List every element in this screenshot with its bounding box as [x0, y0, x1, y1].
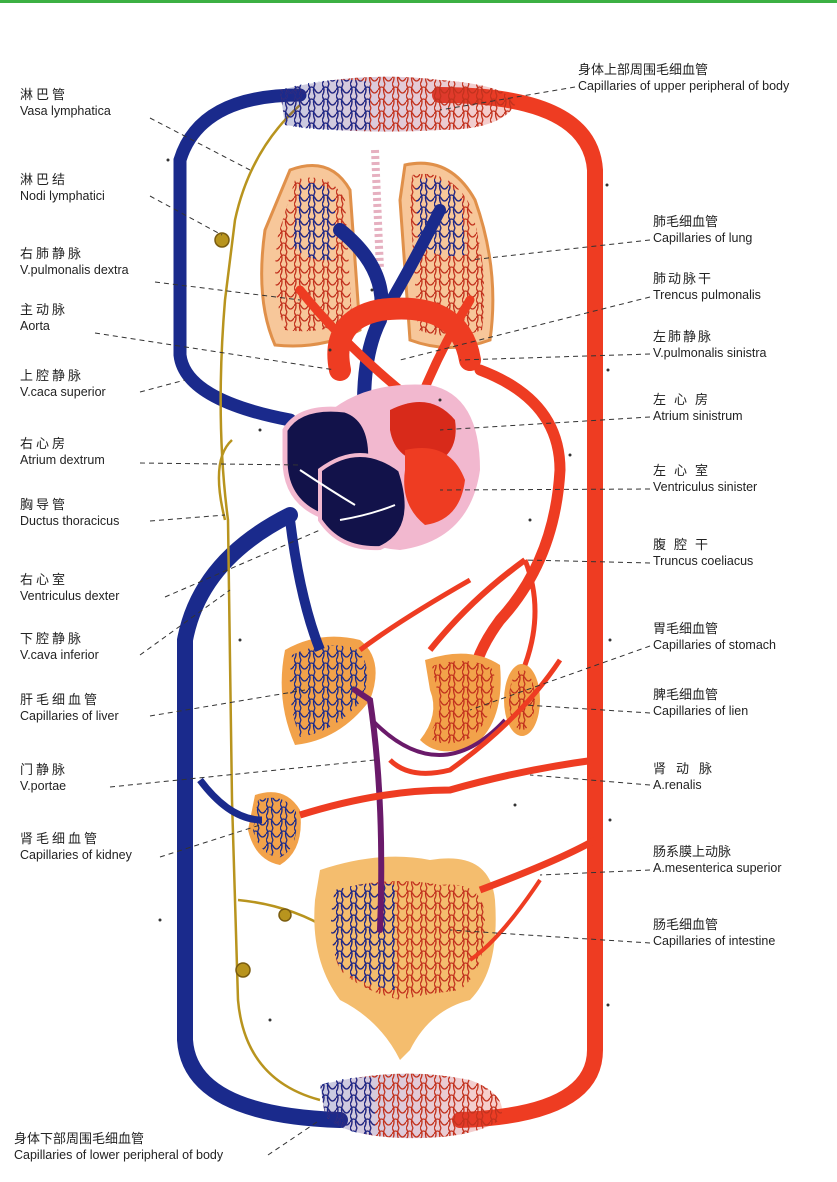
label-capillaries-liver: 肝毛细血管 Capillaries of liver: [20, 693, 119, 724]
label-en: Capillaries of upper peripheral of body: [578, 79, 789, 94]
label-zh: 主动脉: [20, 303, 68, 319]
label-en: Capillaries of lower peripheral of body: [14, 1148, 223, 1163]
label-ventriculus-dexter: 右心室 Ventriculus dexter: [20, 573, 119, 604]
label-zh: 肾动脉: [653, 762, 722, 778]
label-zh: 身体上部周围毛细血管: [578, 63, 789, 79]
label-zh: 肠毛细血管: [653, 918, 775, 934]
label-en: Ductus thoracicus: [20, 514, 119, 529]
label-zh: 身体下部周围毛细血管: [14, 1132, 223, 1148]
label-en: Capillaries of lung: [653, 231, 752, 246]
label-en: Ventriculus dexter: [20, 589, 119, 604]
label-en: Trencus pulmonalis: [653, 288, 761, 303]
kidney: [248, 792, 301, 865]
label-v-cava-inferior: 下腔静脉 V.cava inferior: [20, 632, 99, 663]
label-nodi-lymphatici: 淋巴结 Nodi lymphatici: [20, 173, 105, 204]
label-en: Truncus coeliacus: [653, 554, 753, 569]
label-atrium-sinistrum: 左心房 Atrium sinistrum: [653, 393, 743, 424]
label-en: Capillaries of lien: [653, 704, 748, 719]
label-zh: 肺毛细血管: [653, 215, 752, 231]
label-en: Vasa lymphatica: [20, 104, 111, 119]
label-zh: 胸导管: [20, 498, 119, 514]
label-zh: 胃毛细血管: [653, 622, 776, 638]
label-zh: 左心室: [653, 464, 757, 480]
lymph-node-abdomen: [279, 909, 291, 921]
label-en: Capillaries of stomach: [653, 638, 776, 653]
label-atrium-dextrum: 右心房 Atrium dextrum: [20, 437, 105, 468]
label-capillaries-stomach: 胃毛细血管 Capillaries of stomach: [653, 622, 776, 653]
right-ventricle-chamber: [320, 455, 407, 548]
lymph-node-upper: [215, 233, 229, 247]
label-en: Atrium sinistrum: [653, 409, 743, 424]
label-zh: 右肺静脉: [20, 247, 129, 263]
label-capillaries-intestine: 肠毛细血管 Capillaries of intestine: [653, 918, 775, 949]
label-capillaries-kidney: 肾毛细血管 Capillaries of kidney: [20, 832, 132, 863]
label-zh: 右心房: [20, 437, 105, 453]
label-zh: 脾毛细血管: [653, 688, 748, 704]
label-en: Capillaries of intestine: [653, 934, 775, 949]
spleen: [504, 664, 540, 736]
label-zh: 淋巴结: [20, 173, 105, 189]
label-en: Capillaries of liver: [20, 709, 119, 724]
label-v-pulmonalis-sinistra: 左肺静脉 V.pulmonalis sinistra: [653, 330, 766, 361]
label-zh: 左心房: [653, 393, 743, 409]
label-v-pulmonalis-dextra: 右肺静脉 V.pulmonalis dextra: [20, 247, 129, 278]
heart: [285, 384, 480, 550]
label-en: V.cava inferior: [20, 648, 99, 663]
upper-body-capillaries: [280, 77, 515, 132]
label-en: V.pulmonalis sinistra: [653, 346, 766, 361]
label-v-cava-superior: 上腔静脉 V.caca superior: [20, 369, 106, 400]
label-zh: 肾毛细血管: [20, 832, 132, 848]
label-trencus-pulmonalis: 肺动脉干 Trencus pulmonalis: [653, 272, 761, 303]
label-zh: 左肺静脉: [653, 330, 766, 346]
hepatic-vein: [290, 520, 320, 650]
label-zh: 淋巴管: [20, 88, 111, 104]
label-en: Atrium dextrum: [20, 453, 105, 468]
label-en: Aorta: [20, 319, 68, 334]
label-en: A.renalis: [653, 778, 722, 793]
label-aorta: 主动脉 Aorta: [20, 303, 68, 334]
intestine: [314, 857, 495, 1060]
label-zh: 门静脉: [20, 763, 68, 779]
label-zh: 肺动脉干: [653, 272, 761, 288]
label-ventriculus-sinister: 左心室 Ventriculus sinister: [653, 464, 757, 495]
label-en: V.portae: [20, 779, 68, 794]
hepatic-artery: [360, 580, 470, 650]
label-truncus-coeliacus: 腹腔干 Truncus coeliacus: [653, 538, 753, 569]
label-ductus-thoracicus: 胸导管 Ductus thoracicus: [20, 498, 119, 529]
label-capillaries-lien: 脾毛细血管 Capillaries of lien: [653, 688, 748, 719]
lymph-node-lower: [236, 963, 250, 977]
label-zh: 右心室: [20, 573, 119, 589]
label-en: A.mesenterica superior: [653, 861, 782, 876]
label-zh: 上腔静脉: [20, 369, 106, 385]
label-en: Capillaries of kidney: [20, 848, 132, 863]
label-a-renalis: 肾动脉 A.renalis: [653, 762, 722, 793]
label-zh: 腹腔干: [653, 538, 753, 554]
label-zh: 下腔静脉: [20, 632, 99, 648]
label-capillaries-upper-body: 身体上部周围毛细血管 Capillaries of upper peripher…: [578, 63, 789, 94]
label-a-mesenterica-superior: 肠系膜上动脉 A.mesenterica superior: [653, 845, 782, 876]
label-zh: 肝毛细血管: [20, 693, 119, 709]
label-vasa-lymphatica: 淋巴管 Vasa lymphatica: [20, 88, 111, 119]
label-capillaries-lower-body: 身体下部周围毛细血管 Capillaries of lower peripher…: [14, 1132, 223, 1163]
trachea: [375, 150, 380, 270]
abdominal-aorta: [470, 370, 560, 700]
label-v-portae: 门静脉 V.portae: [20, 763, 68, 794]
label-en: Ventriculus sinister: [653, 480, 757, 495]
label-en: V.caca superior: [20, 385, 106, 400]
label-en: V.pulmonalis dextra: [20, 263, 129, 278]
lower-body-capillaries: [320, 1074, 502, 1139]
label-en: Nodi lymphatici: [20, 189, 105, 204]
label-zh: 肠系膜上动脉: [653, 845, 782, 861]
label-capillaries-lung: 肺毛细血管 Capillaries of lung: [653, 215, 752, 246]
